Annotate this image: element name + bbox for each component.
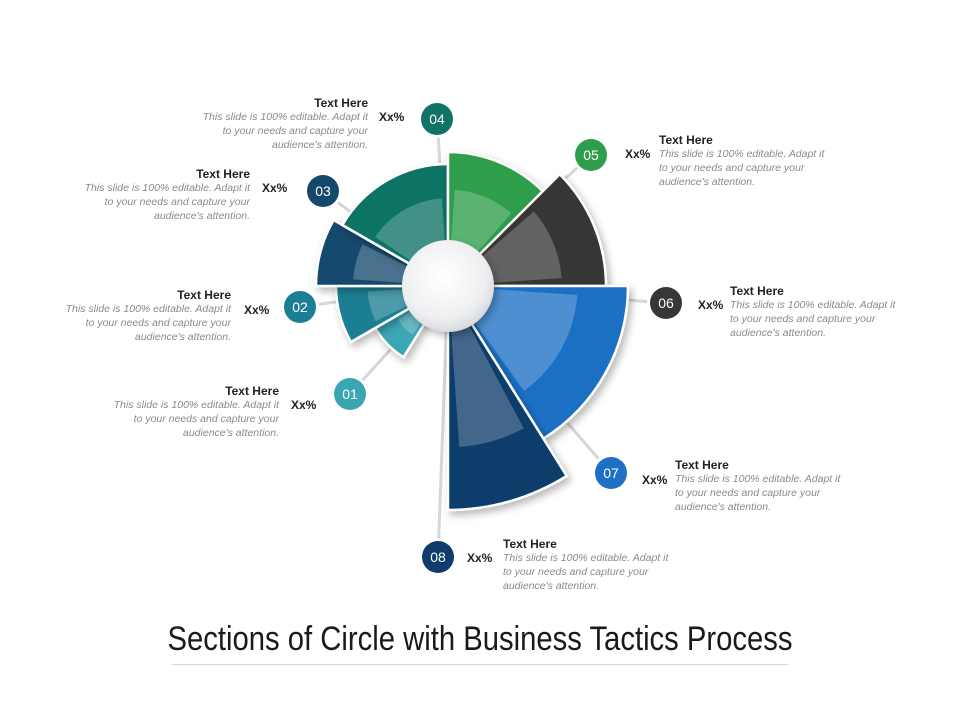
label-04-heading: Text Here [314, 96, 368, 110]
badge-number-07: 07 [603, 465, 619, 481]
label-08-desc-1: This slide is 100% editable. Adapt it [503, 552, 669, 564]
badge-number-01: 01 [342, 386, 358, 402]
badge-01 [334, 378, 366, 410]
pct-07: Xx% [642, 473, 668, 487]
badge-number-04: 04 [429, 111, 445, 127]
label-08-desc-2: to your needs and capture your [503, 566, 649, 578]
pct-03: Xx% [262, 181, 288, 195]
pct-02: Xx% [244, 303, 270, 317]
label-03-desc-1: This slide is 100% editable. Adapt it [84, 182, 250, 194]
center-hub [402, 240, 494, 332]
label-04-desc-3: audience's attention. [272, 139, 368, 151]
label-08-desc-3: audience's attention. [503, 580, 599, 592]
badge-08 [422, 541, 454, 573]
label-05: Text Here This slide is 100% editable. A… [659, 133, 844, 189]
badge-number-05: 05 [583, 147, 599, 163]
badge-number-06: 06 [658, 295, 674, 311]
label-03-heading: Text Here [196, 167, 250, 181]
page-title: Sections of Circle with Business Tactics… [167, 620, 793, 658]
badge-number-08: 08 [430, 549, 446, 565]
label-07-heading: Text Here [675, 458, 729, 472]
label-02-desc-1: This slide is 100% editable. Adapt it [65, 303, 231, 315]
label-06: Text Here This slide is 100% editable. A… [730, 284, 915, 340]
label-06-desc-1: This slide is 100% editable. Adapt it [730, 299, 896, 311]
badge-04 [421, 103, 453, 135]
label-05-heading: Text Here [659, 133, 713, 147]
label-07-desc-2: to your needs and capture your [675, 487, 821, 499]
badge-02 [284, 291, 316, 323]
label-03: Text Here This slide is 100% editable. A… [67, 167, 250, 223]
label-07-desc-1: This slide is 100% editable. Adapt it [675, 473, 841, 485]
pct-06: Xx% [698, 298, 724, 312]
label-07-desc-3: audience's attention. [675, 501, 771, 513]
label-02: Text Here This slide is 100% editable. A… [48, 288, 231, 344]
label-06-desc-3: audience's attention. [730, 327, 826, 339]
label-04-desc-1: This slide is 100% editable. Adapt it [202, 111, 368, 123]
label-05-desc-2: to your needs and capture your [659, 162, 805, 174]
label-08: Text Here This slide is 100% editable. A… [503, 537, 688, 593]
badge-05 [575, 139, 607, 171]
label-04: Text Here This slide is 100% editable. A… [185, 96, 368, 152]
badge-06 [650, 287, 682, 319]
label-02-desc-3: audience's attention. [135, 331, 231, 343]
label-02-heading: Text Here [177, 288, 231, 302]
sector-08 [446, 281, 569, 512]
label-01-heading: Text Here [225, 384, 279, 398]
label-05-desc-3: audience's attention. [659, 176, 755, 188]
label-01-desc-2: to your needs and capture your [133, 413, 279, 425]
badge-number-02: 02 [292, 299, 308, 315]
pct-08: Xx% [467, 551, 493, 565]
badge-03 [307, 175, 339, 207]
sector-06 [444, 172, 608, 288]
label-06-heading: Text Here [730, 284, 784, 298]
pct-04: Xx% [379, 110, 405, 124]
label-04-desc-2: to your needs and capture your [222, 125, 368, 137]
sector-07 [445, 284, 630, 441]
label-02-desc-2: to your needs and capture your [85, 317, 231, 329]
label-01: Text Here This slide is 100% editable. A… [96, 384, 279, 440]
label-07: Text Here This slide is 100% editable. A… [675, 458, 860, 514]
badge-07 [595, 457, 627, 489]
label-03-desc-3: audience's attention. [154, 210, 250, 222]
label-08-heading: Text Here [503, 537, 557, 551]
pct-05: Xx% [625, 147, 651, 161]
label-06-desc-2: to your needs and capture your [730, 313, 876, 325]
title-underline [172, 664, 788, 665]
label-01-desc-1: This slide is 100% editable. Adapt it [113, 399, 279, 411]
label-03-desc-2: to your needs and capture your [104, 196, 250, 208]
label-01-desc-3: audience's attention. [183, 427, 279, 439]
label-05-desc-1: This slide is 100% editable. Adapt it [659, 148, 825, 160]
badge-number-03: 03 [315, 183, 331, 199]
pct-01: Xx% [291, 398, 317, 412]
